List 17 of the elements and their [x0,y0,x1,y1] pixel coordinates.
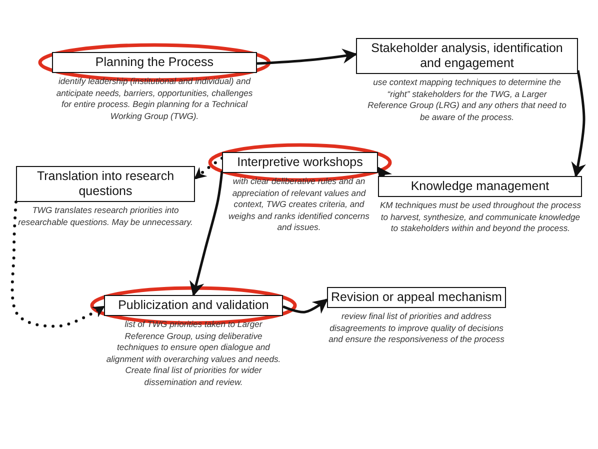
process-box: Translation into research questions [16,166,195,202]
description-text: TWG translates research priorities into researchable questions. May be unnecessary. [18,205,193,228]
description-text: KM techniques must be used throughout the process to harvest, synthesize, and communicate knowledge to stakeholders within and beyond the process. [378,200,582,235]
arrow [194,156,224,180]
arrow [256,48,358,65]
arrow [190,170,224,296]
description-text: review final list of priorities and address disagreements to improve quality of decisions and ensure the responsiveness of the process [328,311,506,346]
process-box: Revision or appeal mechanism [327,287,506,308]
process-box: Stakeholder analysis, identification and engagement [356,38,578,74]
arrow [282,298,328,314]
arrow [571,70,586,178]
process-box: Planning the Process [52,52,257,73]
process-box: Interpretive workshops [222,152,378,173]
process-box: Publicization and validation [104,295,283,316]
description-text: use context mapping techniques to determine the “right” stakeholders for the TWG, a Larger Reference Group (LRG) and any others that need to be aware of the process. [367,77,567,124]
process-box: Knowledge management [378,176,582,197]
arrow [10,200,106,328]
